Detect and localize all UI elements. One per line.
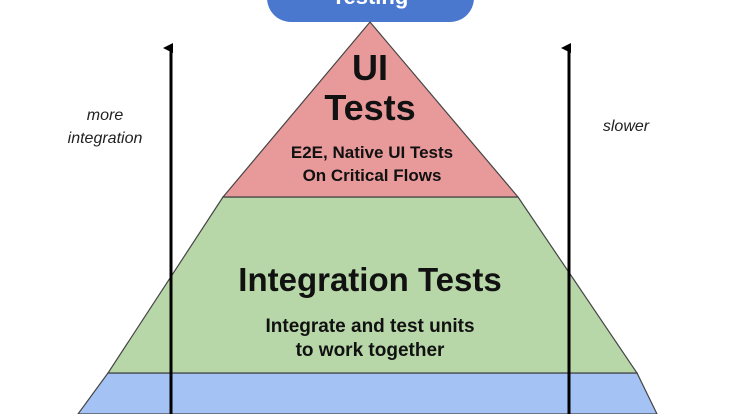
ui-tier-subtitle-line2: On Critical Flows: [303, 166, 442, 185]
ui-tier-subtitle-line1: E2E, Native UI Tests: [291, 143, 453, 162]
pyramid-tier-ui: [221, 21, 520, 198]
integration-tier-title: Integration Tests: [238, 261, 501, 298]
left-label-line1: more: [87, 107, 124, 124]
ui-tier-title-line1: UI: [352, 47, 388, 88]
integration-tier-subtitle-line1: Integrate and test units: [265, 316, 474, 337]
pill-label: Testing: [332, 0, 409, 9]
pyramid-top-pill: [267, 0, 474, 22]
left-label-line2: integration: [68, 130, 143, 147]
integration-tier-subtitle-line2: to work together: [296, 340, 445, 361]
right-label: slower: [603, 118, 650, 135]
ui-tier-title-line2: Tests: [324, 87, 415, 128]
